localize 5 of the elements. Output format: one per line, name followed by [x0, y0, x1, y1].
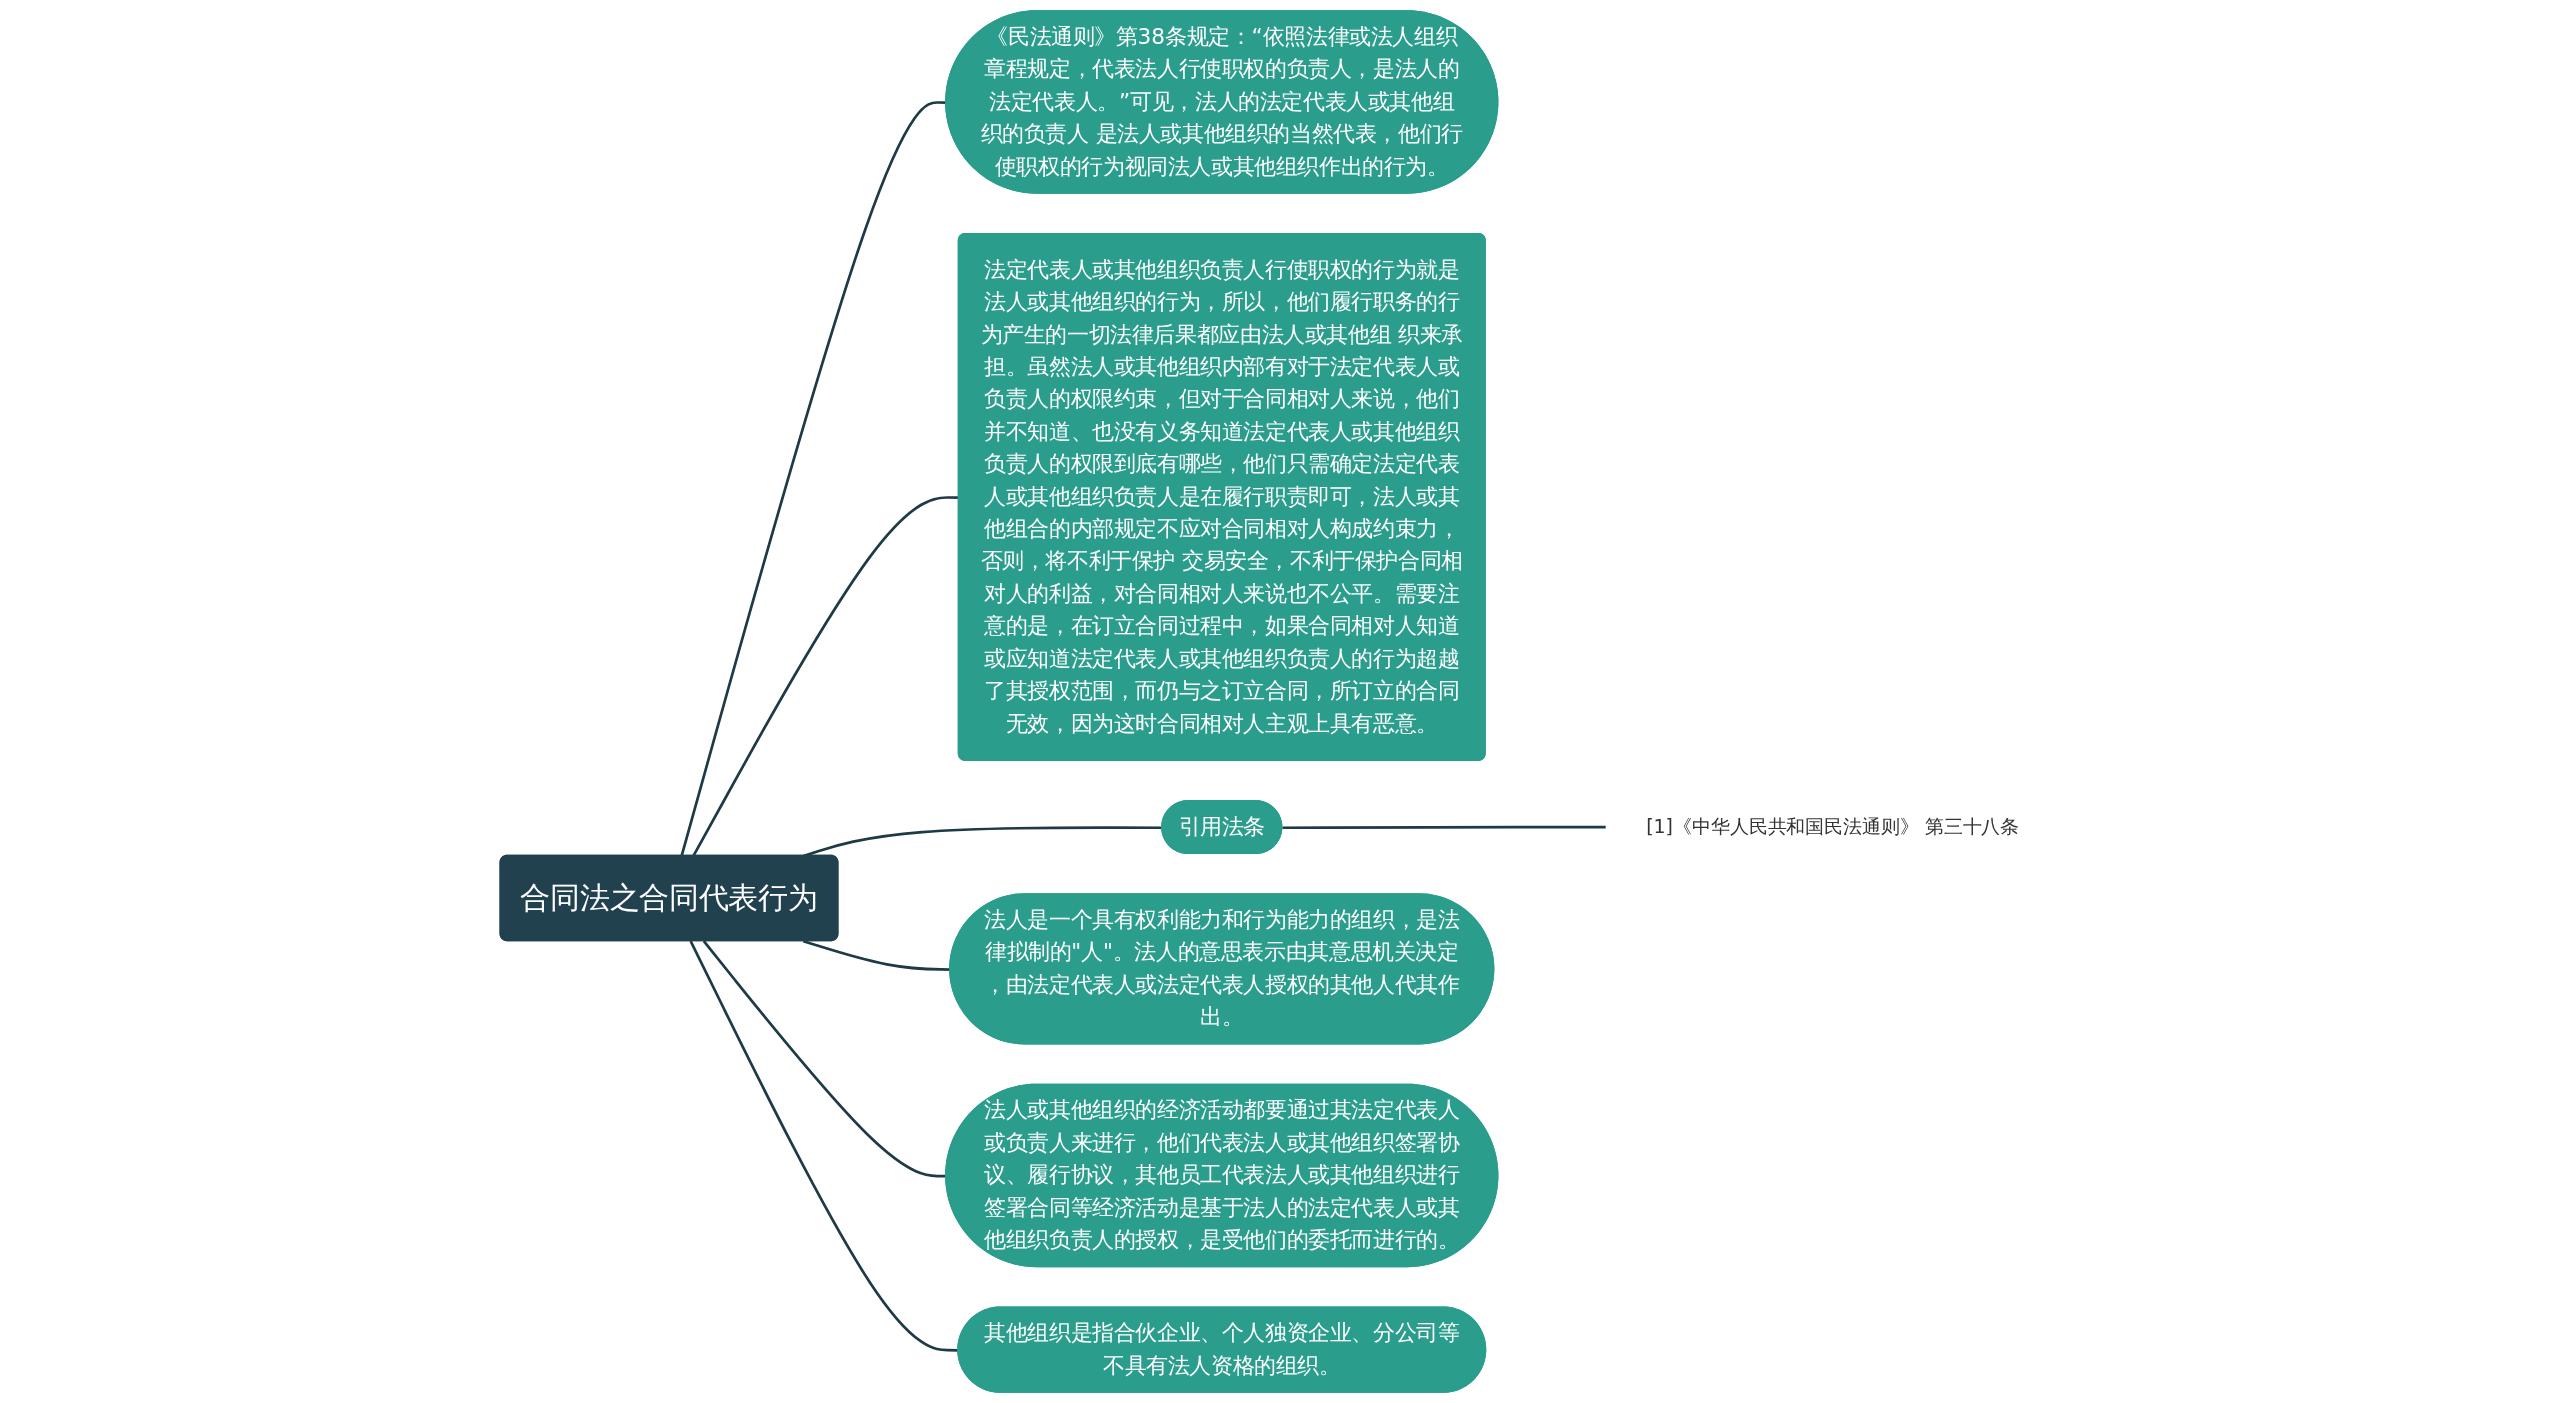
connector: [1282, 825, 1606, 830]
connector: [702, 940, 947, 1178]
connector: [689, 940, 959, 1352]
connector: [680, 101, 947, 857]
node-text: [1]《中华人民共和国民法通则》 第三十八条: [1646, 815, 2020, 838]
